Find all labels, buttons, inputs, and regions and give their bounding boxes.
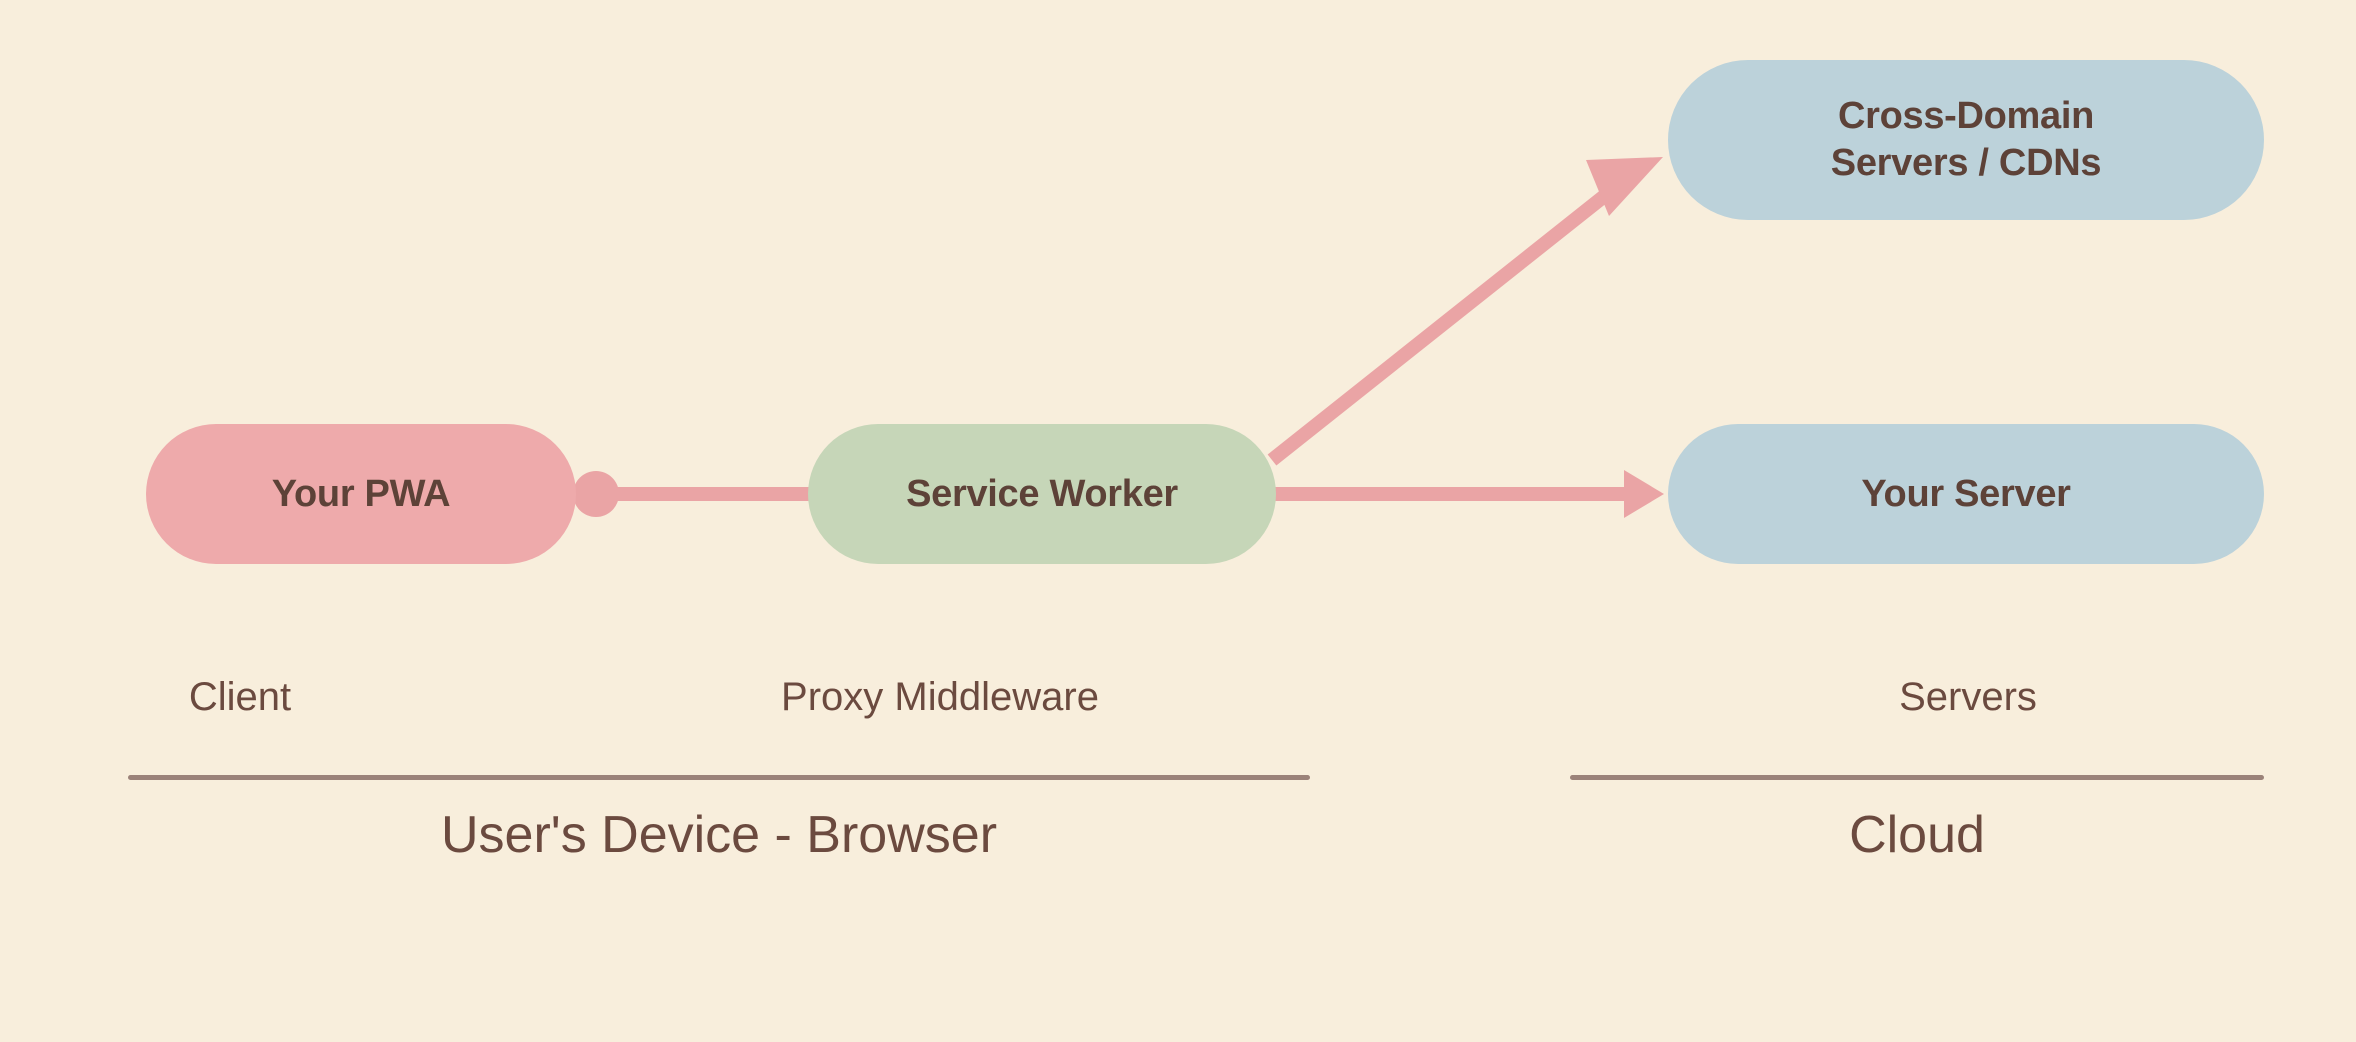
edge-service-worker-to-cross-domain [1267, 157, 1663, 466]
node-cross-domain-line-1: Cross-Domain [1837, 94, 2095, 137]
edge-service-worker-to-your-server [1272, 470, 1664, 518]
node-service-worker-label: Service Worker [906, 472, 1178, 515]
node-service-worker[interactable]: Service Worker [808, 424, 1276, 564]
node-your-server[interactable]: Your Server [1668, 424, 2264, 564]
node-your-pwa-label: Your PWA [271, 472, 451, 515]
edge-line-sw-cdn [1267, 176, 1627, 466]
arrowhead-icon-server [1624, 470, 1664, 518]
column-label-proxy-middleware: Proxy Middleware [781, 675, 1099, 719]
arrowhead-icon-cdn [1586, 157, 1663, 216]
node-cross-domain-line-2: Servers / CDNs [1830, 142, 2102, 184]
column-label-servers: Servers [1899, 675, 2037, 719]
node-your-server-label: Your Server [1861, 472, 2071, 515]
edge-origin-dot-icon [573, 471, 619, 517]
node-your-pwa[interactable]: Your PWA [146, 424, 576, 564]
zone-caption-cloud: Cloud [1849, 806, 1985, 864]
divider-cloud [1570, 775, 2264, 780]
node-cross-domain-servers-label: Cross-Domain Servers / CDNs [1830, 93, 2102, 188]
divider-device [128, 775, 1310, 780]
zone-caption-device: User's Device - Browser [440, 806, 998, 864]
node-cross-domain-servers[interactable]: Cross-Domain Servers / CDNs [1668, 60, 2264, 220]
column-label-client: Client [188, 675, 292, 719]
edge-pwa-to-service-worker [573, 471, 812, 517]
